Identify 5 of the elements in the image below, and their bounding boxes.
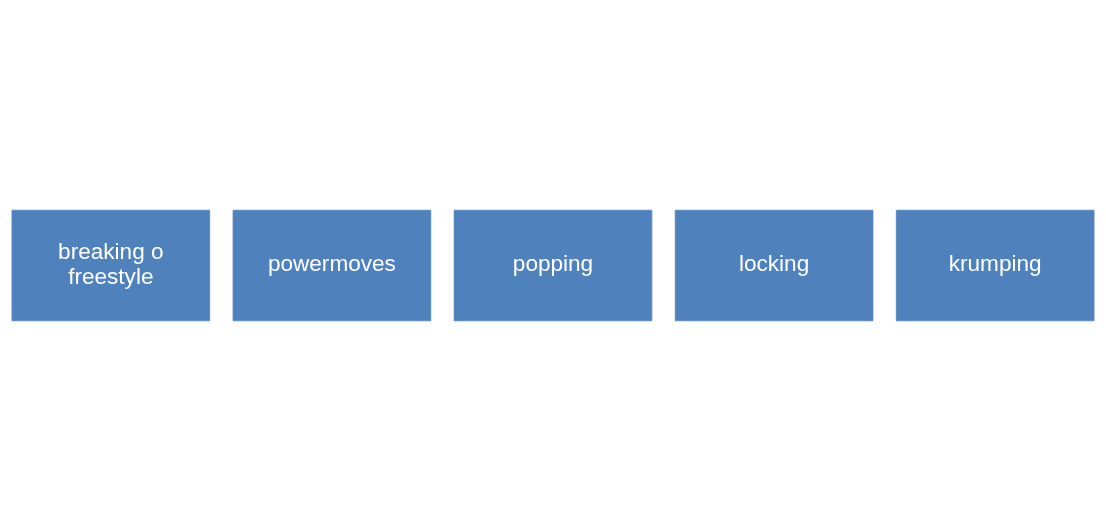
node-box: krumping [895,209,1095,322]
node-box: popping [453,209,653,322]
node-box: powermoves [232,209,432,322]
node-box: locking [674,209,874,322]
node-box: breaking o freestyle [11,209,211,322]
